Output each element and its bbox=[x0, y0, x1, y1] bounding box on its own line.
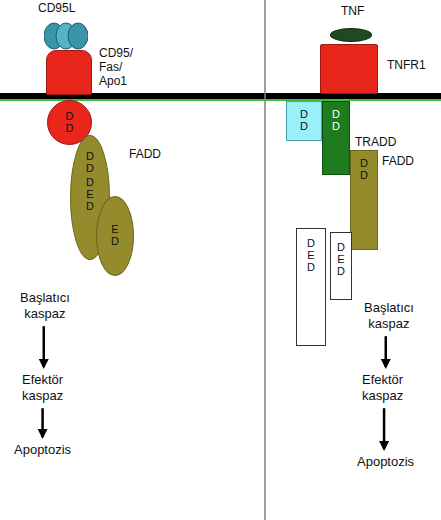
step-text: Apoptozis bbox=[14, 442, 71, 458]
domain-letters: D D bbox=[360, 157, 368, 181]
domain-letters: D D bbox=[300, 108, 308, 132]
ligand-shape: CD95L bbox=[44, 22, 88, 50]
node-label: TNF bbox=[341, 5, 364, 19]
ligand-trimer bbox=[44, 22, 88, 50]
caspase-box: D E D bbox=[296, 228, 326, 346]
step-text: Apoptozis bbox=[357, 454, 414, 470]
node-label: CD95/ Fas/ Apo1 bbox=[99, 47, 133, 88]
domain-letters: E D bbox=[111, 223, 119, 247]
domain-letters: D E D bbox=[307, 237, 315, 273]
step-label: Başlatıcı kaspaz bbox=[362, 298, 416, 333]
domain-letters: D D bbox=[66, 110, 74, 134]
step-label: Apoptozis bbox=[355, 452, 416, 472]
death-domain-box: D D bbox=[286, 101, 322, 141]
node-label: TRADD bbox=[355, 136, 396, 150]
step-label: Efektör kaspaz bbox=[20, 370, 65, 405]
domain-letters: D E D bbox=[86, 176, 94, 212]
node-label: TNFR1 bbox=[387, 59, 426, 73]
ligand-subunit bbox=[68, 23, 88, 49]
divider-line bbox=[264, 0, 266, 520]
step-text: Efektör kaspaz bbox=[362, 372, 403, 403]
receptor-shape: CD95/ Fas/ Apo1 bbox=[46, 50, 92, 95]
step-text: Başlatıcı kaspaz bbox=[364, 300, 414, 331]
ligand-shape: TNF bbox=[330, 28, 372, 42]
receptor-shape: TNFR1 bbox=[320, 44, 378, 94]
step-text: Başlatıcı kaspaz bbox=[20, 290, 70, 321]
step-label: Efektör kaspaz bbox=[360, 370, 405, 405]
step-text: Efektör kaspaz bbox=[22, 372, 63, 403]
adaptor-box: FADDD D bbox=[350, 150, 378, 250]
domain-letters: D D bbox=[86, 150, 94, 174]
flow-arrow bbox=[385, 336, 388, 367]
node-label: FADD bbox=[129, 148, 161, 162]
domain-letters: D D bbox=[332, 108, 340, 132]
domain-letters: D E D bbox=[337, 241, 345, 277]
caspase-box: D E D bbox=[330, 232, 352, 300]
adaptor-box: TRADDD D bbox=[322, 101, 350, 175]
step-label: Apoptozis bbox=[12, 440, 73, 460]
flow-arrow bbox=[43, 326, 46, 367]
node-label: CD95L bbox=[38, 2, 75, 16]
step-label: Başlatıcı kaspaz bbox=[18, 288, 72, 323]
flow-arrow bbox=[41, 408, 44, 437]
adaptor-ellipse: E D bbox=[96, 196, 134, 276]
node-label: FADD bbox=[382, 155, 414, 169]
flow-arrow bbox=[383, 408, 386, 449]
